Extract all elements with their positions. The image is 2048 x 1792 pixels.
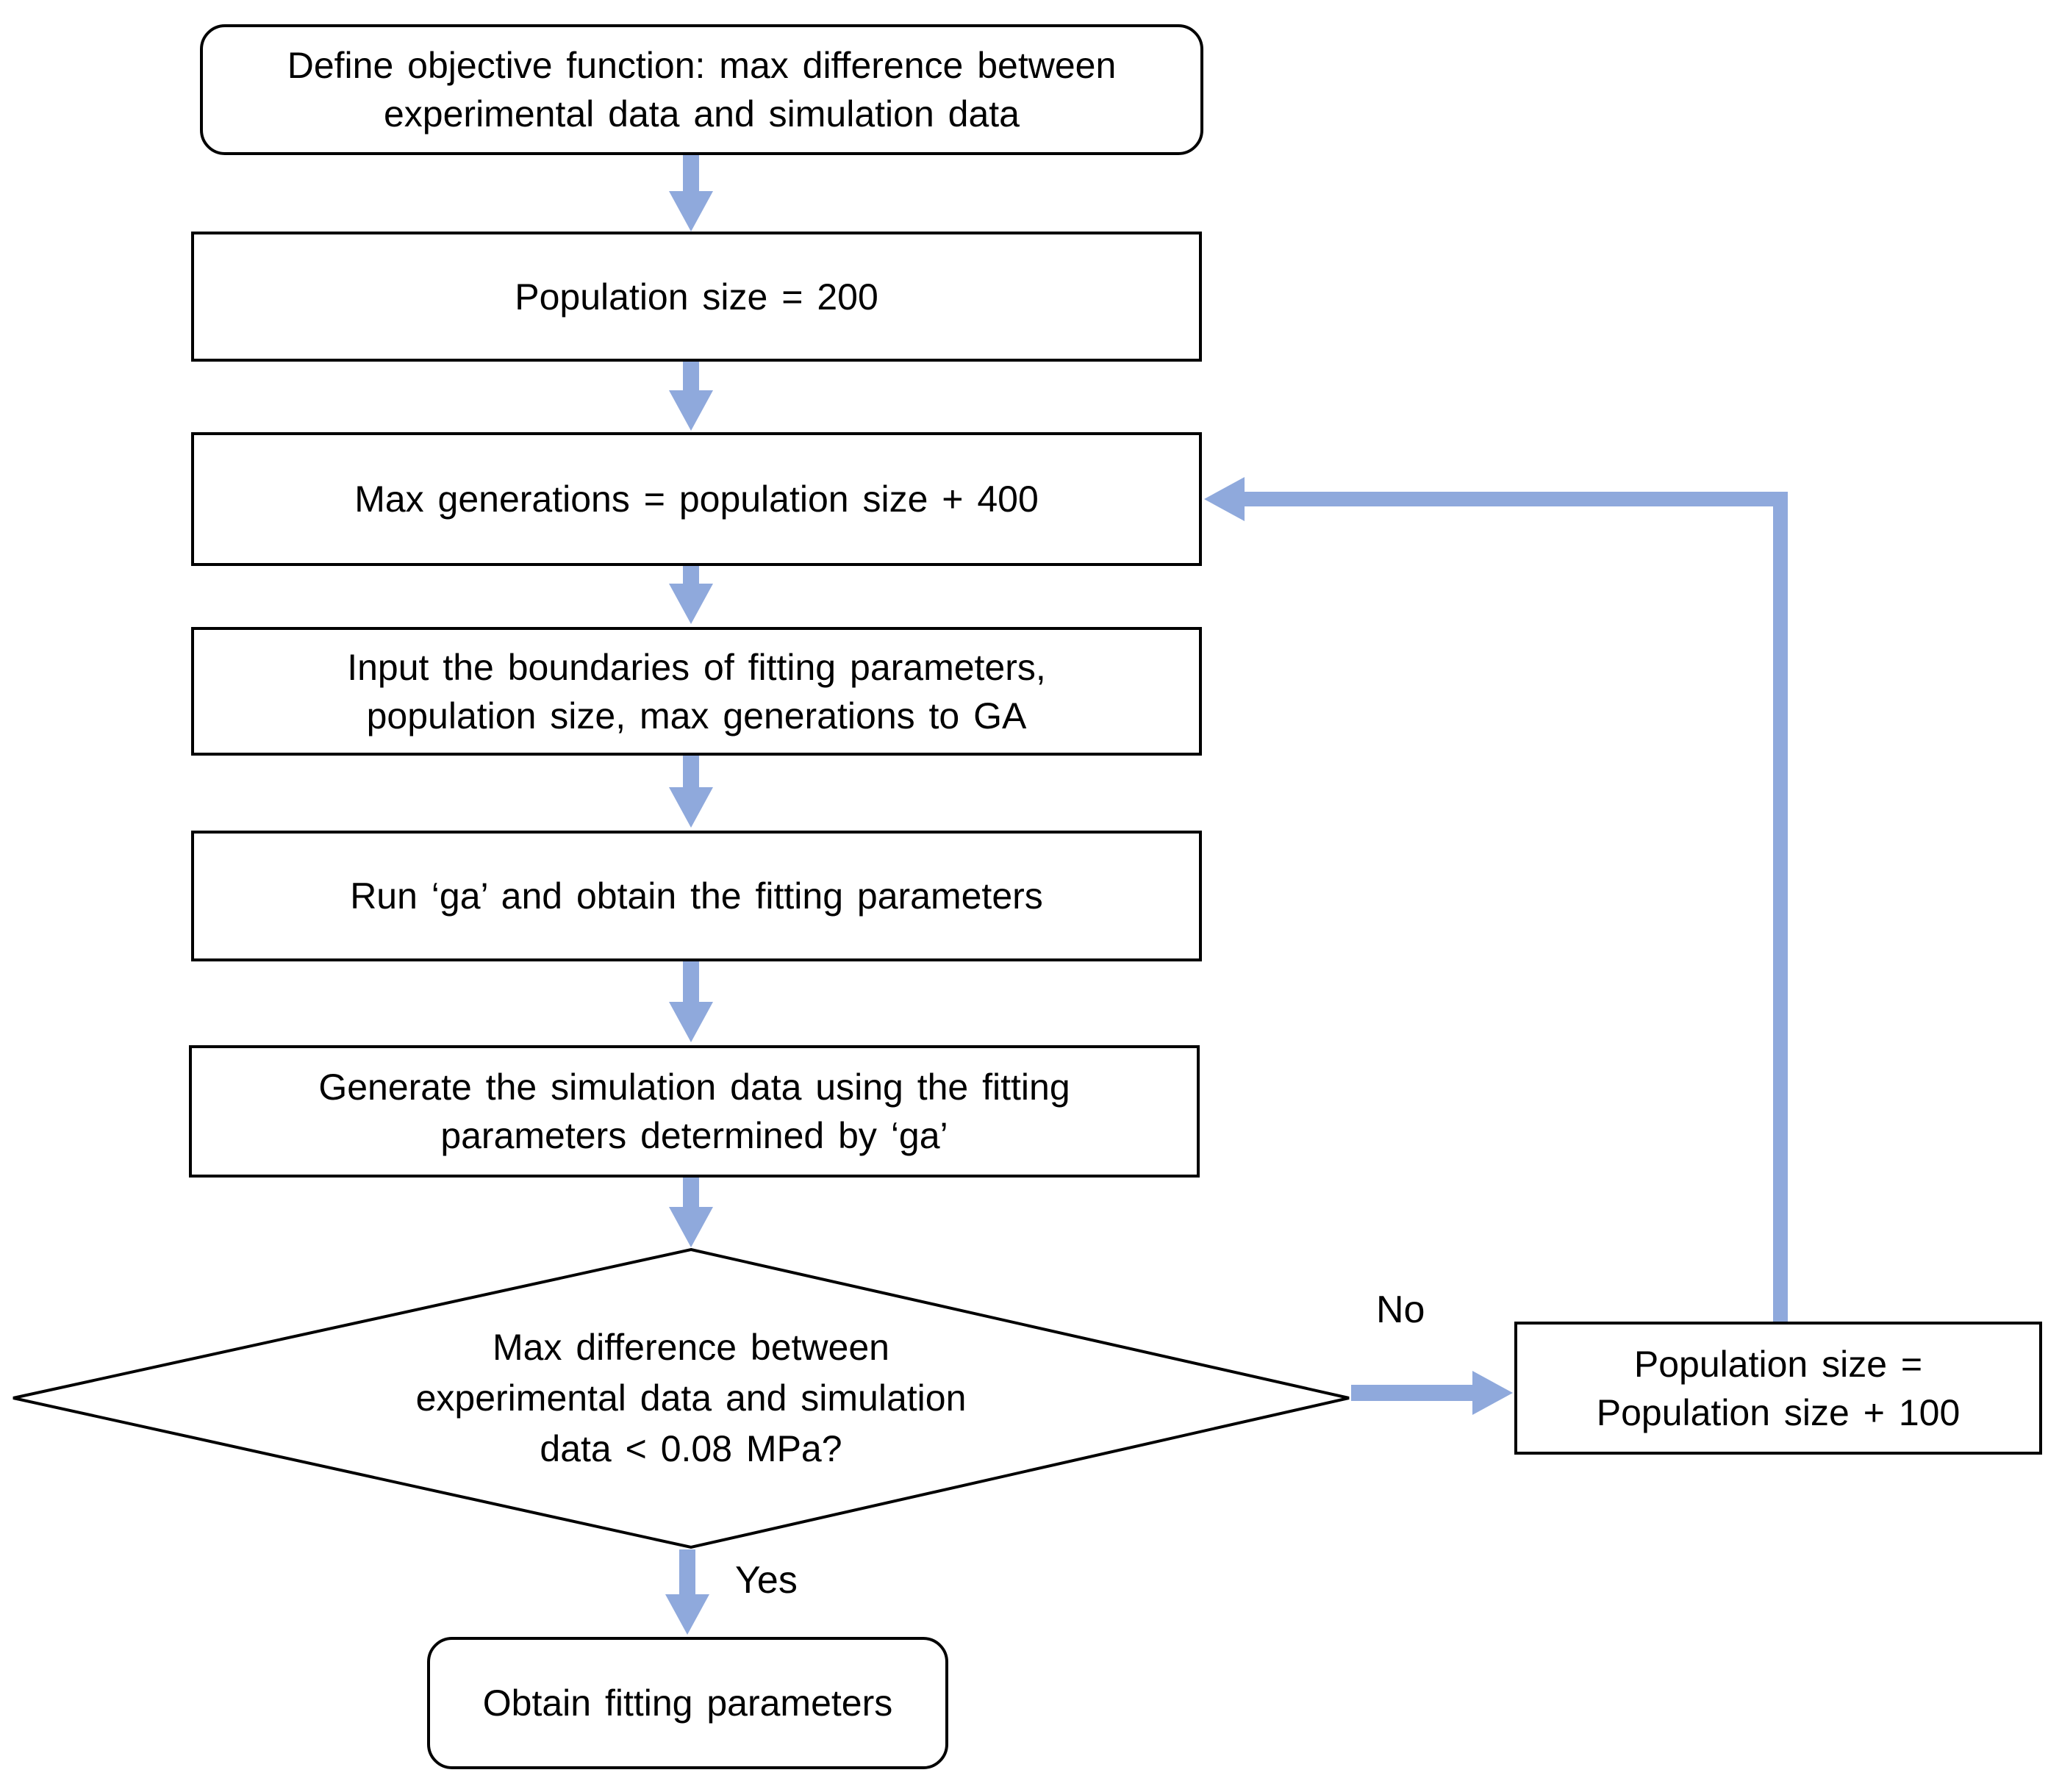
decision-diamond (12, 1247, 1350, 1549)
node-increase-population-label: Population size = Population size + 100 (1596, 1343, 1961, 1433)
arrow-generate-to-decision-icon (669, 1178, 713, 1247)
node-max-generations-label: Max generations = population size + 400 (354, 479, 1039, 520)
node-population-size: Population size = 200 (191, 232, 1202, 362)
node-population-size-label: Population size = 200 (515, 276, 878, 318)
node-decision-label: Max difference between experimental data… (415, 1327, 967, 1469)
arrow-loop-back-icon (1204, 477, 1788, 1322)
node-define-objective: Define objective function: max differenc… (200, 24, 1203, 155)
arrow-maxgen-to-input-icon (669, 566, 713, 624)
node-input-boundaries: Input the boundaries of fitting paramete… (191, 627, 1202, 756)
edge-label-no: No (1376, 1289, 1425, 1331)
node-obtain-parameters-label: Obtain fitting parameters (482, 1682, 893, 1724)
arrow-input-to-runga-icon (669, 756, 713, 828)
node-decision: Max difference between experimental data… (316, 1283, 1066, 1514)
node-input-boundaries-label: Input the boundaries of fitting paramete… (347, 646, 1046, 736)
edge-label-yes: Yes (735, 1559, 798, 1602)
node-increase-population: Population size = Population size + 100 (1514, 1322, 2042, 1455)
node-define-objective-label: Define objective function: max differenc… (287, 45, 1117, 135)
arrow-define-to-population-icon (669, 155, 713, 232)
node-max-generations: Max generations = population size + 400 (191, 432, 1202, 566)
node-generate-simulation: Generate the simulation data using the f… (189, 1045, 1200, 1178)
arrow-decision-yes-icon (665, 1549, 709, 1635)
node-generate-simulation-label: Generate the simulation data using the f… (318, 1067, 1070, 1156)
node-obtain-parameters: Obtain fitting parameters (427, 1637, 948, 1769)
arrow-runga-to-generate-icon (669, 961, 713, 1042)
node-run-ga: Run ‘ga’ and obtain the fitting paramete… (191, 831, 1202, 961)
arrow-decision-no-icon (1351, 1371, 1513, 1415)
node-run-ga-label: Run ‘ga’ and obtain the fitting paramete… (350, 875, 1043, 917)
arrow-population-to-maxgen-icon (669, 362, 713, 431)
